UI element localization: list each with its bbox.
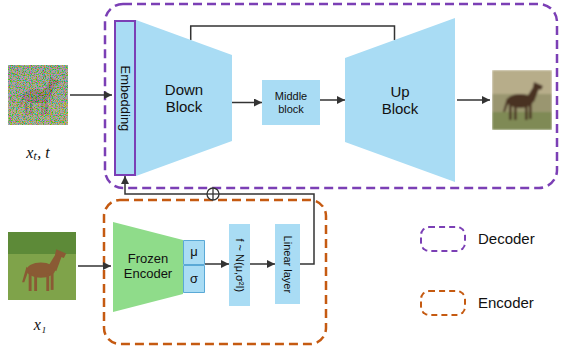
decoder-region (105, 4, 557, 188)
variable-label: xₜ, t (26, 141, 50, 163)
encoder-region (104, 200, 326, 344)
legend-entry: Encoder (420, 290, 560, 316)
node-outline (345, 18, 455, 182)
input-arrow (78, 265, 111, 267)
sum-cross (212, 188, 213, 200)
noisy-image (8, 65, 68, 125)
down-block: Down Block (136, 20, 232, 176)
frozen-encoder: Frozen Encoder (113, 222, 183, 312)
image-ground (492, 70, 552, 130)
legend-swatch (420, 226, 466, 252)
node-text: Linear layer (281, 235, 294, 292)
node-text: σ (190, 272, 198, 287)
legend-swatch (420, 290, 466, 316)
embedding-box: Embedding (114, 20, 136, 176)
horse-figure (503, 82, 543, 120)
node-text: f ~ N(μ,σ²I) (233, 238, 246, 292)
legend-entry: Decoder (420, 226, 560, 252)
input-arrow (70, 94, 112, 96)
up-block: Up Block (345, 18, 455, 182)
image-trees (8, 232, 76, 254)
node-outline (229, 224, 250, 306)
clean-image (8, 232, 76, 300)
node-text: Frozen Encoder (119, 252, 177, 282)
node-outline (184, 266, 205, 293)
output-image (492, 70, 552, 130)
output-arrow (457, 99, 490, 101)
legend-text: Encoder (478, 294, 534, 311)
deer-figure (22, 249, 66, 291)
sampling-box: f ~ N(μ,σ²I) (229, 224, 250, 306)
node-outline (184, 241, 205, 265)
sum-symbol (207, 188, 219, 200)
node-text: Middle block (265, 90, 317, 115)
image-grass (492, 112, 552, 130)
sum-circle (207, 188, 219, 200)
image-noise (8, 65, 68, 125)
node-outline (136, 20, 232, 176)
node-outline (262, 80, 320, 125)
node-outline (275, 224, 300, 304)
variable-label: x₁ (34, 316, 47, 334)
image-grass (8, 232, 76, 300)
image-sky (492, 70, 552, 94)
node-text: Down Block (159, 81, 209, 116)
sigma-box: σ (183, 265, 205, 293)
legend-text: Decoder (478, 230, 535, 247)
linear-layer: Linear layer (275, 224, 300, 304)
image-ground (8, 65, 68, 125)
node-text: Up Block (375, 83, 425, 118)
connector (191, 26, 395, 40)
node-outline (113, 222, 183, 312)
mean-box: μ (183, 240, 205, 265)
connector (232, 102, 262, 104)
node-text: Embedding (118, 65, 133, 131)
node-outline (115, 21, 135, 175)
middle-block: Middle block (262, 80, 320, 125)
connector (320, 99, 345, 101)
blurred-scene (492, 70, 552, 130)
node-text: μ (190, 245, 198, 260)
connector (250, 263, 275, 265)
connector (205, 263, 229, 265)
